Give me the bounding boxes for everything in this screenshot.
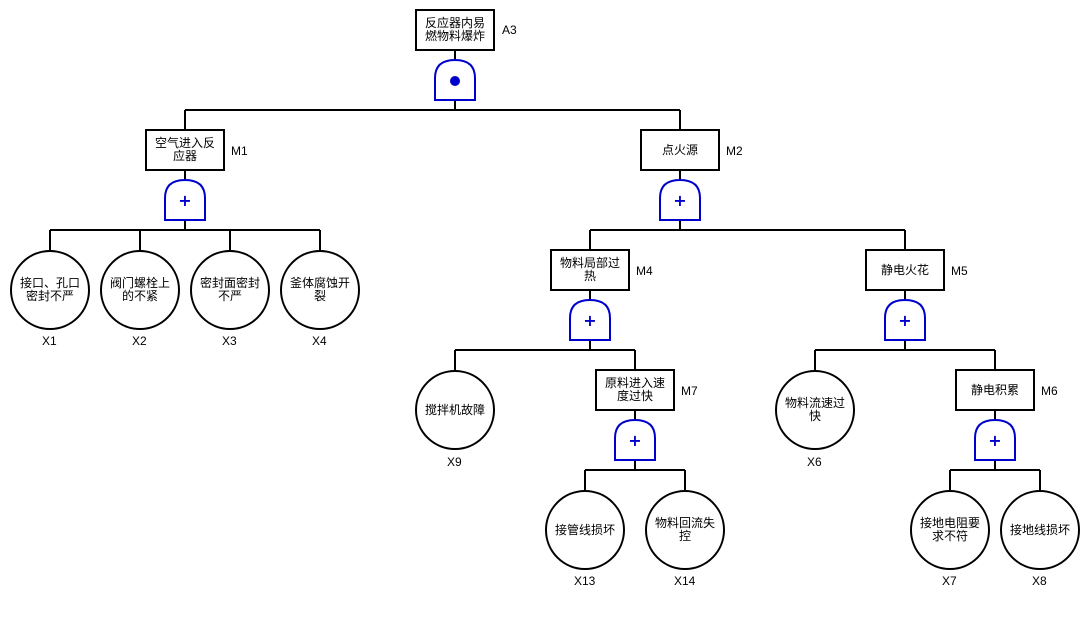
event-label: 阀门螺栓上的不紧 — [109, 276, 170, 303]
intermediate-event-m4[interactable]: 物料局部过热 — [550, 249, 630, 291]
event-id: A3 — [502, 23, 517, 37]
or-symbol-plus: + — [178, 191, 191, 210]
event-label: 搅拌机故障 — [424, 402, 485, 417]
connector-lines — [49, 50, 1041, 490]
or-gate-icon: + — [659, 178, 701, 221]
event-id: X2 — [132, 334, 147, 348]
basic-event-x2[interactable]: 阀门螺栓上的不紧 — [100, 250, 180, 330]
event-id: M6 — [1041, 384, 1058, 398]
event-label: 静电积累 — [970, 382, 1019, 397]
or-symbol-plus: + — [673, 191, 686, 210]
event-id: X6 — [807, 455, 822, 469]
or-gate-icon: + — [884, 298, 926, 341]
event-id: M4 — [636, 264, 653, 278]
gate-body — [659, 178, 701, 221]
event-id: X1 — [42, 334, 57, 348]
intermediate-event-m5[interactable]: 静电火花 — [865, 249, 945, 291]
event-label: 物料局部过热 — [559, 256, 620, 283]
event-label: 反应器内易燃物料爆炸 — [424, 16, 485, 43]
basic-event-x9[interactable]: 搅拌机故障 — [415, 370, 495, 450]
event-id: X7 — [942, 574, 957, 588]
event-label: 原料进入速度过快 — [604, 376, 665, 403]
event-id: M1 — [231, 144, 248, 158]
event-label: 釜体腐蚀开裂 — [289, 276, 350, 303]
gate-body — [884, 298, 926, 341]
gate-body — [974, 418, 1016, 461]
or-symbol-plus: + — [898, 311, 911, 330]
event-label: 空气进入反应器 — [154, 136, 215, 163]
event-id: M7 — [681, 384, 698, 398]
event-label: 点火源 — [661, 142, 698, 157]
or-gate-icon: + — [164, 178, 206, 221]
and-symbol-dot — [450, 76, 460, 86]
event-id: X3 — [222, 334, 237, 348]
event-label: 接管线损坏 — [554, 522, 615, 537]
basic-event-x7[interactable]: 接地电阻要求不符 — [910, 490, 990, 570]
or-gate-icon: + — [974, 418, 1016, 461]
event-label: 物料流速过快 — [784, 396, 845, 423]
event-id: X13 — [574, 574, 596, 588]
gate-body — [164, 178, 206, 221]
gate-body — [614, 418, 656, 461]
event-label: 接口、孔口密封不严 — [19, 276, 80, 303]
or-symbol-plus: + — [988, 431, 1001, 450]
event-label: 接地线损坏 — [1009, 522, 1070, 537]
event-id: X14 — [674, 574, 696, 588]
or-symbol-plus: + — [583, 311, 596, 330]
and-gate-icon — [434, 58, 476, 101]
or-gate-icon: + — [614, 418, 656, 461]
basic-event-x6[interactable]: 物料流速过快 — [775, 370, 855, 450]
or-gate-icon: + — [569, 298, 611, 341]
top-event-a3[interactable]: 反应器内易燃物料爆炸 — [415, 9, 495, 51]
event-id: M2 — [726, 144, 743, 158]
basic-event-x13[interactable]: 接管线损坏 — [545, 490, 625, 570]
event-id: X4 — [312, 334, 327, 348]
intermediate-event-m1[interactable]: 空气进入反应器 — [145, 129, 225, 171]
intermediate-event-m6[interactable]: 静电积累 — [955, 369, 1035, 411]
event-id: X8 — [1032, 574, 1047, 588]
basic-event-x14[interactable]: 物料回流失控 — [645, 490, 725, 570]
event-label: 物料回流失控 — [654, 516, 715, 543]
gate-body — [569, 298, 611, 341]
event-label: 接地电阻要求不符 — [919, 516, 980, 543]
or-symbol-plus: + — [628, 431, 641, 450]
event-label: 密封面密封不严 — [199, 276, 260, 303]
event-label: 静电火花 — [880, 262, 929, 277]
event-id: X9 — [447, 455, 462, 469]
basic-event-x1[interactable]: 接口、孔口密封不严 — [10, 250, 90, 330]
intermediate-event-m7[interactable]: 原料进入速度过快 — [595, 369, 675, 411]
event-id: M5 — [951, 264, 968, 278]
basic-event-x4[interactable]: 釜体腐蚀开裂 — [280, 250, 360, 330]
basic-event-x8[interactable]: 接地线损坏 — [1000, 490, 1080, 570]
intermediate-event-m2[interactable]: 点火源 — [640, 129, 720, 171]
basic-event-x3[interactable]: 密封面密封不严 — [190, 250, 270, 330]
